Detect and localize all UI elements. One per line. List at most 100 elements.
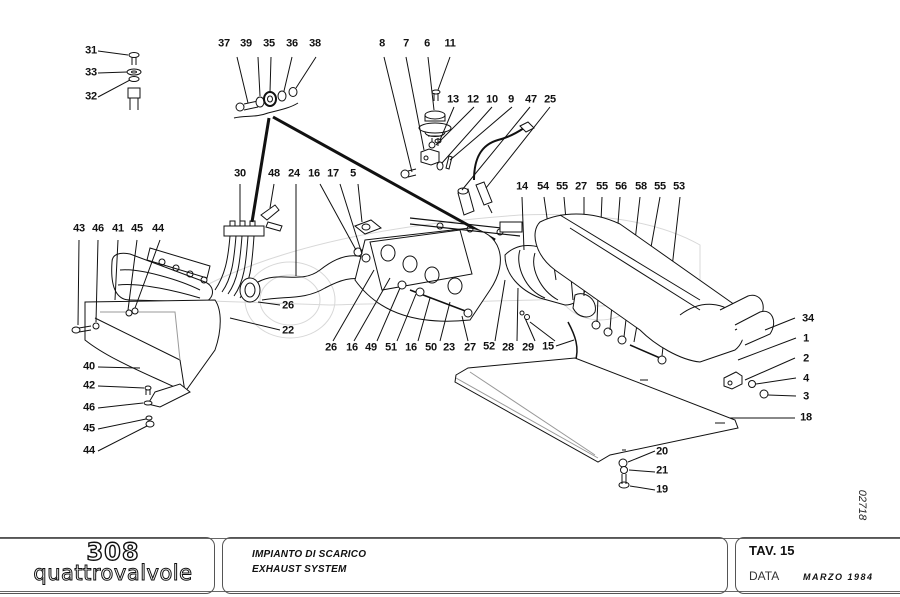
callout-21: 21 <box>656 464 668 477</box>
bolt-53 <box>629 344 661 359</box>
callout-55-b: 55 <box>596 180 608 193</box>
callout-14: 14 <box>516 180 528 193</box>
callout-48: 48 <box>268 167 280 180</box>
callout-35: 35 <box>263 37 275 50</box>
leader-31 <box>97 50 129 56</box>
callout-16-c: 16 <box>405 341 417 354</box>
spring-56 <box>603 327 613 337</box>
washer-55 <box>591 320 601 330</box>
line-bundle <box>214 235 255 299</box>
nut-10 <box>436 161 444 171</box>
title-block-bottom-rule <box>0 591 900 592</box>
washer-39 <box>255 96 265 108</box>
callout-43: 43 <box>73 222 85 235</box>
shield-bracket <box>147 383 191 408</box>
pointer-arrow-2 <box>272 115 496 242</box>
nut-44 <box>131 307 139 315</box>
callout-31: 31 <box>85 44 97 57</box>
callout-23: 23 <box>443 341 455 354</box>
sensor-cable <box>473 127 525 181</box>
sheet-info-panel <box>735 537 900 594</box>
leader-33 <box>97 71 128 74</box>
callout-27-top: 27 <box>575 180 587 193</box>
callout-30: 30 <box>234 167 246 180</box>
callout-55-a: 55 <box>556 180 568 193</box>
callout-44-top: 44 <box>152 222 164 235</box>
bolt-37 <box>235 100 259 112</box>
leader-32 <box>97 79 131 98</box>
callout-8: 8 <box>379 37 385 50</box>
title-english: EXHAUST SYSTEM <box>252 564 347 575</box>
callout-26-right: 26 <box>282 299 294 312</box>
group-brace <box>233 102 299 119</box>
callout-45-bottom: 45 <box>83 422 95 435</box>
callout-20: 20 <box>656 445 668 458</box>
title-italian: IMPIANTO DI SCARICO <box>252 549 367 560</box>
model-name-logo: quattrovalvole <box>33 561 193 585</box>
washer-46b <box>143 400 153 406</box>
callout-39: 39 <box>240 37 252 50</box>
callout-52: 52 <box>483 340 495 353</box>
nut-4 <box>748 380 756 388</box>
model-number-logo: 308 <box>86 538 140 566</box>
title-block-top-rule <box>0 538 900 539</box>
callout-49: 49 <box>365 341 377 354</box>
date-label: DATA <box>749 569 780 583</box>
callout-6: 6 <box>424 37 430 50</box>
title-panel <box>222 537 728 594</box>
callout-17: 17 <box>327 167 339 180</box>
logo-panel <box>0 537 215 594</box>
callout-46-bottom: 46 <box>83 401 95 414</box>
washer-32 <box>128 76 140 82</box>
exhaust-manifold-right <box>354 227 501 322</box>
callout-18: 18 <box>800 411 812 424</box>
callout-37: 37 <box>218 37 230 50</box>
flange-gasket-27 <box>572 293 596 318</box>
washer-28 <box>519 310 525 316</box>
callout-53: 53 <box>673 180 685 193</box>
bolt-43 <box>71 325 92 334</box>
spacer-tube <box>127 87 141 110</box>
callout-58: 58 <box>635 180 647 193</box>
washer-20 <box>618 458 628 468</box>
bolt-19 <box>618 474 630 489</box>
bolt-31 <box>128 52 140 65</box>
bracket-48 <box>260 204 283 232</box>
callout-19: 19 <box>656 483 668 496</box>
callout-15: 15 <box>542 340 554 353</box>
callout-26-bottom: 26 <box>325 341 337 354</box>
sensor-connector-25 <box>475 181 493 214</box>
bracket-7 <box>420 148 440 166</box>
flange-26 <box>239 277 261 303</box>
muffler <box>534 213 746 363</box>
callout-13: 13 <box>447 93 459 106</box>
nut-17 <box>361 253 371 263</box>
callout-12: 12 <box>467 93 479 106</box>
callout-46-top: 46 <box>92 222 104 235</box>
fuel-rails <box>409 217 523 237</box>
callout-45-top: 45 <box>131 222 143 235</box>
callout-44-bottom: 44 <box>83 444 95 457</box>
bolt-8 <box>400 168 417 179</box>
callout-32: 32 <box>85 90 97 103</box>
bolt-42 <box>144 385 152 395</box>
callout-42: 42 <box>83 379 95 392</box>
nut-51 <box>415 287 425 297</box>
callout-1: 1 <box>803 332 809 345</box>
callout-2: 2 <box>803 352 809 365</box>
nut-45 <box>125 309 133 317</box>
washer-3 <box>759 389 769 399</box>
nut-38 <box>288 87 298 97</box>
gasket-5 <box>354 219 382 235</box>
callout-27-bottom: 27 <box>464 341 476 354</box>
nut-46 <box>92 322 100 330</box>
downpipe-24 <box>257 255 369 301</box>
callout-16-b: 16 <box>346 341 358 354</box>
table-number: 15 <box>780 543 795 558</box>
nut-44b <box>145 420 155 428</box>
callout-16-top: 16 <box>308 167 320 180</box>
callout-51: 51 <box>385 341 397 354</box>
callout-38: 38 <box>309 37 321 50</box>
tailpipes <box>719 294 775 346</box>
bracket-2 <box>723 371 743 390</box>
